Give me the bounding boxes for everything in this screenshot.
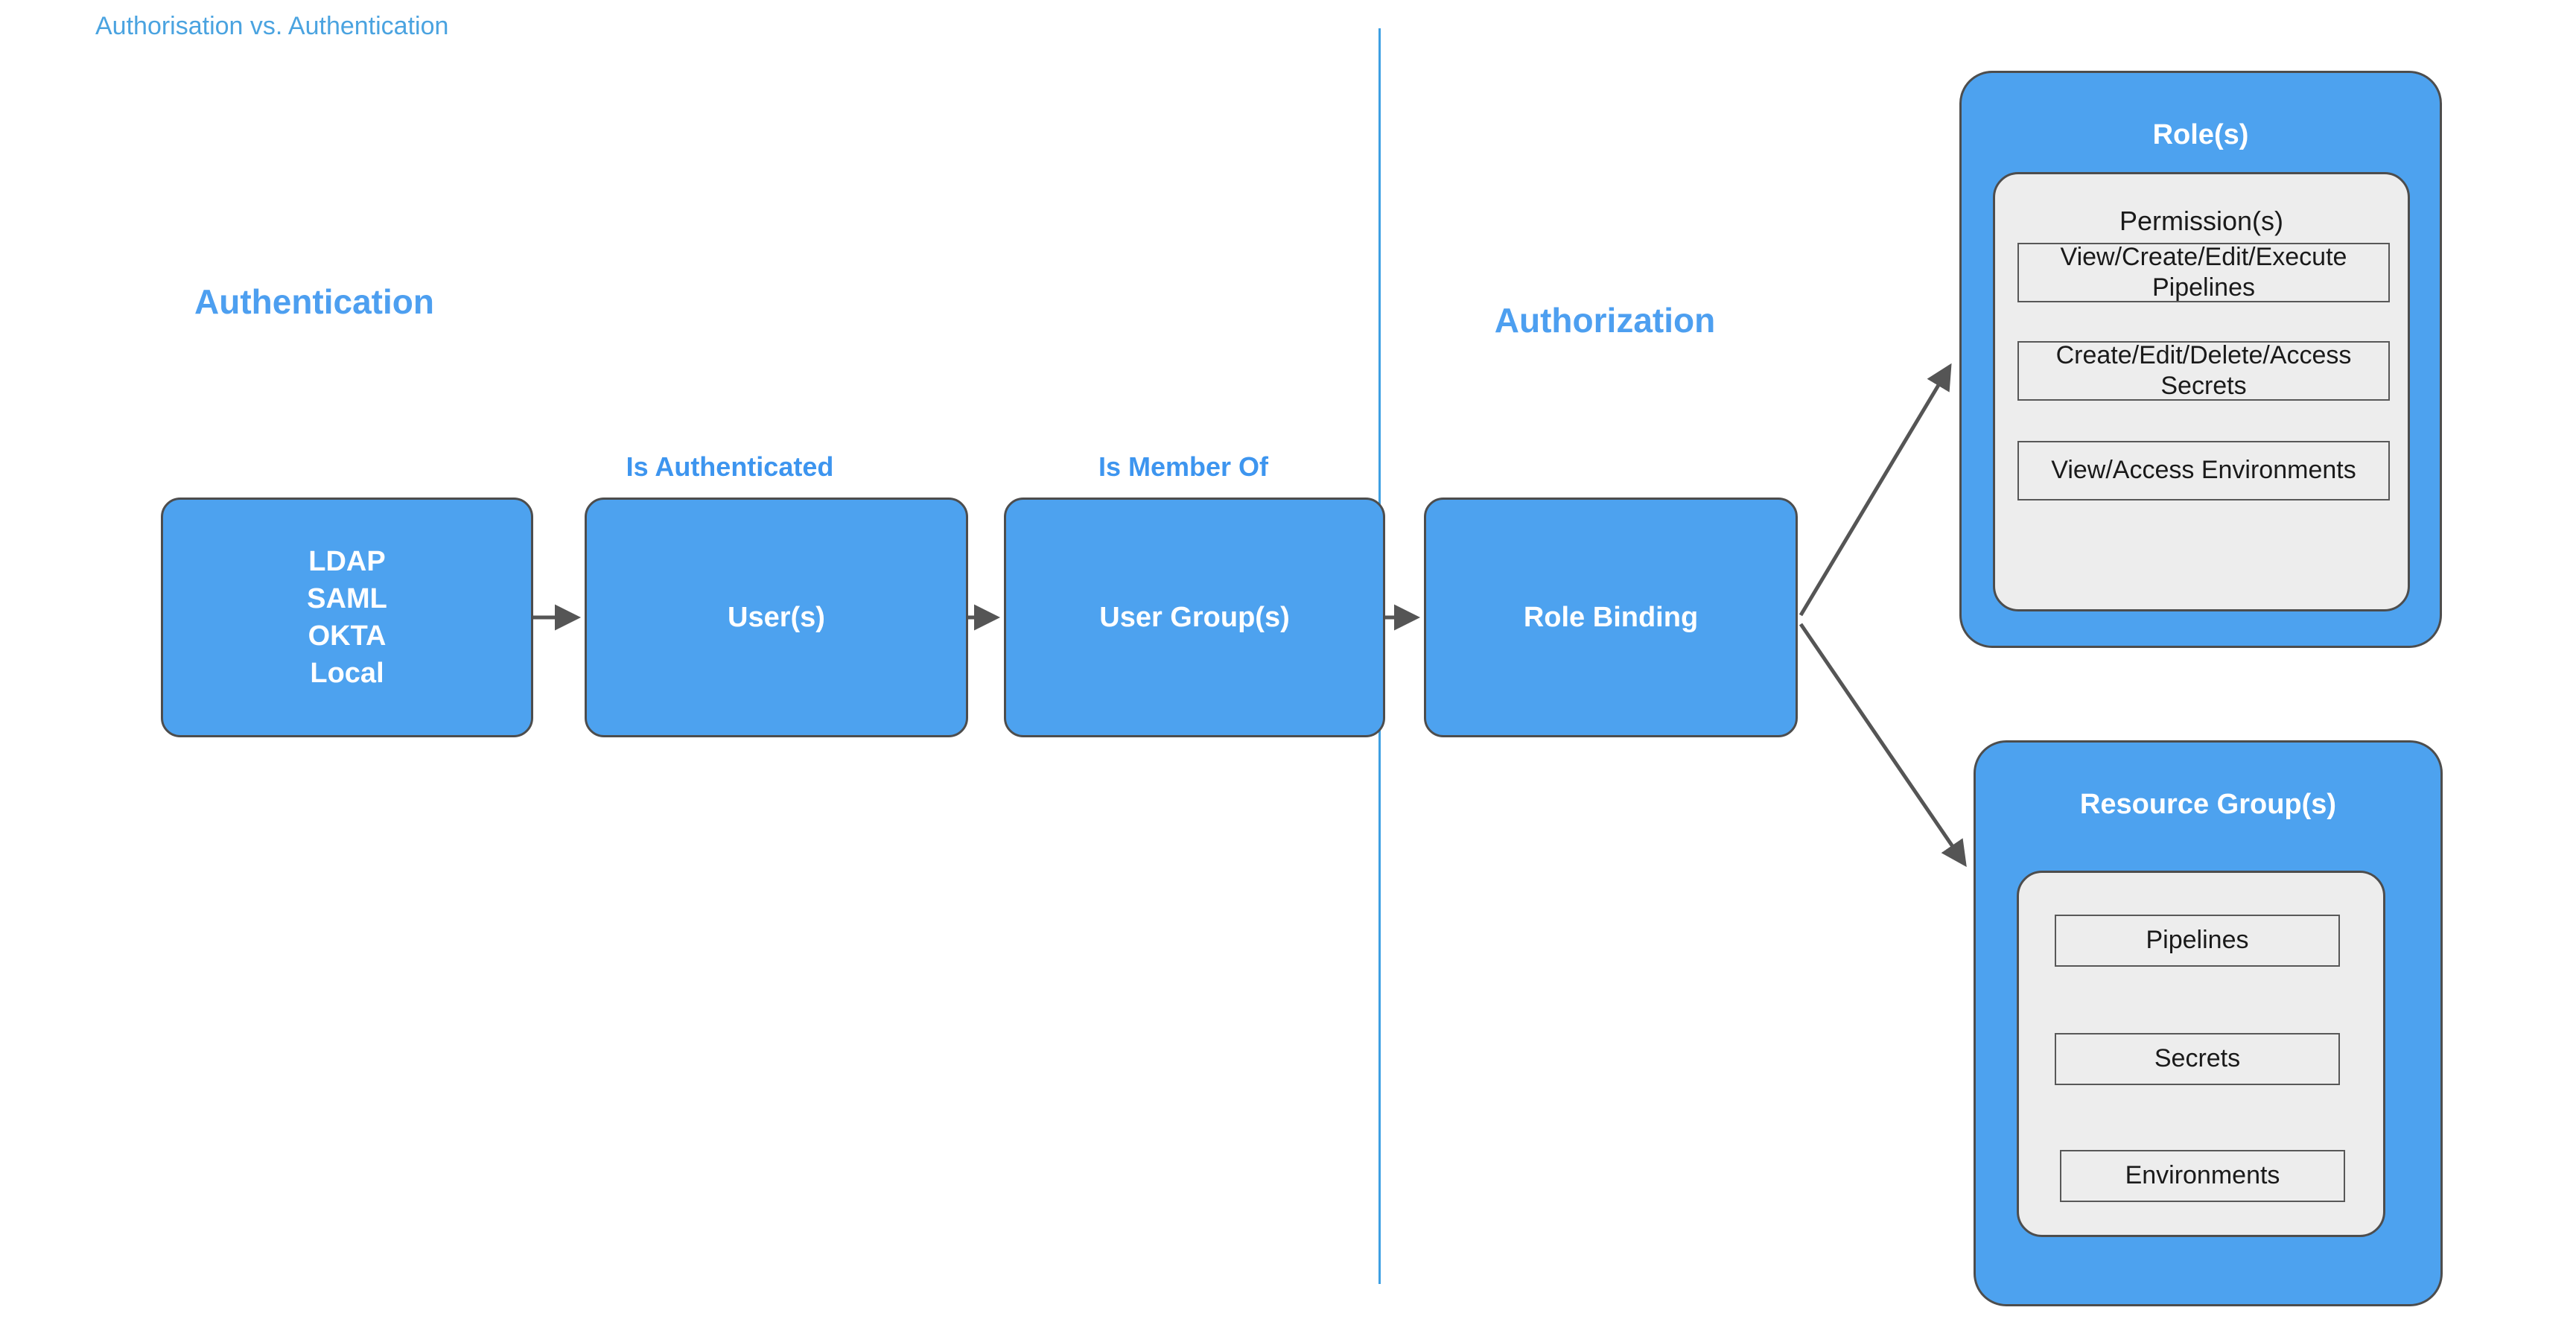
flow-node-role-binding[interactable]: Role Binding xyxy=(1424,498,1798,737)
authorization-heading: Authorization xyxy=(1494,301,1716,340)
identity-provider-saml: SAML xyxy=(307,582,387,614)
resource-item-pipelines[interactable]: Pipelines xyxy=(2055,915,2340,967)
flow-node-users-label: User(s) xyxy=(728,601,825,633)
permission-item-pipelines[interactable]: View/Create/Edit/Execute Pipelines xyxy=(2017,243,2390,302)
resource-item-environments[interactable]: Environments xyxy=(2060,1150,2345,1202)
identity-provider-okta: OKTA xyxy=(308,620,387,652)
permissions-heading: Permission(s) xyxy=(2119,206,2284,236)
permission-item-environments[interactable]: View/Access Environments xyxy=(2017,441,2390,500)
resource-item-secrets[interactable]: Secrets xyxy=(2055,1033,2340,1085)
identity-provider-ldap: LDAP xyxy=(308,545,386,577)
flow-node-role-binding-label: Role Binding xyxy=(1523,601,1699,633)
flow-node-user-groups[interactable]: User Group(s) xyxy=(1004,498,1385,737)
resource-groups-panel-title: Resource Group(s) xyxy=(2079,789,2337,820)
flow-node-identity-providers[interactable]: LDAP SAML OKTA Local xyxy=(161,498,533,737)
identity-provider-local: Local xyxy=(310,658,384,690)
arrow-role-binding-to-roles xyxy=(1799,363,1952,617)
resource-groups-panel[interactable]: Resource Group(s) Pipelines Secrets Envi… xyxy=(1974,740,2443,1306)
roles-panel-title: Role(s) xyxy=(2152,119,2249,150)
arrow-role-binding-to-resource-groups xyxy=(1799,623,1967,868)
edge-label-is-authenticated: Is Authenticated xyxy=(626,451,834,482)
resources-inner-panel: Pipelines Secrets Environments xyxy=(2017,871,2385,1237)
authentication-heading: Authentication xyxy=(194,282,434,321)
flow-node-user-groups-label: User Group(s) xyxy=(1099,601,1290,633)
flow-node-users[interactable]: User(s) xyxy=(585,498,968,737)
permissions-inner-panel: Permission(s) View/Create/Edit/Execute P… xyxy=(1993,172,2410,611)
permission-item-secrets[interactable]: Create/Edit/Delete/Access Secrets xyxy=(2017,341,2390,401)
page-title: Authorisation vs. Authentication xyxy=(95,12,449,40)
edge-label-is-member-of: Is Member Of xyxy=(1098,451,1269,482)
roles-panel[interactable]: Role(s) Permission(s) View/Create/Edit/E… xyxy=(1959,71,2442,648)
